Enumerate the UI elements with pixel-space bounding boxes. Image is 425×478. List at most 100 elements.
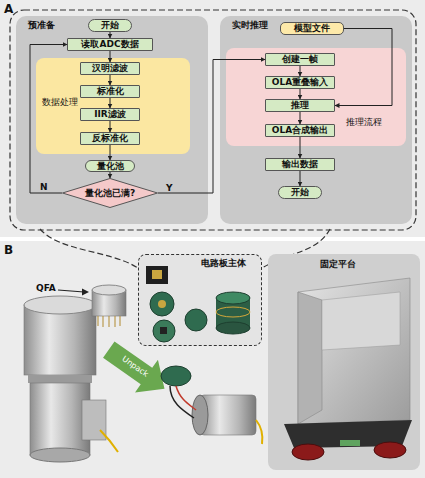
group-heading: 固定平台 <box>320 260 356 269</box>
part-label: QFA <box>36 284 56 293</box>
group-heading: 实时推理 <box>232 21 268 30</box>
wire <box>170 386 194 418</box>
group-heading: 预准备 <box>28 21 55 30</box>
bracket-wall <box>298 278 410 424</box>
node-label: 推理 <box>291 101 309 110</box>
storage-oval: 量化池 <box>85 160 135 172</box>
terminal-oval: 开始 <box>88 19 132 32</box>
flow-arrow <box>300 66 301 76</box>
flow-arrow <box>300 89 301 99</box>
flow-arrow <box>335 29 392 106</box>
process-box: 反标准化 <box>80 132 140 145</box>
arrow-label: Unpack <box>114 351 156 384</box>
flow-arrow <box>110 75 111 85</box>
panel-letter: B <box>4 244 13 256</box>
housing-part <box>192 395 208 435</box>
node-label: 汉明滤波 <box>92 64 128 73</box>
flow-arrow <box>300 137 301 158</box>
node-label: 读取ADC数据 <box>81 40 138 49</box>
base-plate <box>284 420 412 448</box>
group-region: 推理流程 创建一帧 OLA重叠输入推理 OLA合成输出 <box>226 48 406 146</box>
board-stack <box>216 307 250 317</box>
board-stack <box>216 292 250 304</box>
chip <box>158 300 166 308</box>
node-label: 量化池 <box>97 162 124 171</box>
qfa-body <box>92 290 126 316</box>
process-box: 读取ADC数据 <box>67 38 153 51</box>
node-label: 开始 <box>101 21 119 30</box>
process-box: OLA合成输出 <box>265 124 335 137</box>
bracket-side <box>298 292 322 424</box>
flow-arrow <box>158 60 265 194</box>
chip <box>152 270 162 279</box>
terminal-oval: 开始 <box>278 186 322 199</box>
dashed-leader <box>40 229 138 268</box>
node-label: IIR滤波 <box>94 110 126 119</box>
file-box: 模型文件 <box>280 22 344 35</box>
board-stack <box>216 298 250 328</box>
qfa-top <box>92 285 126 295</box>
stage-panel: 预准备 开始读取ADC数据数据处理 汉明滤波标准化 IIR滤波反标准化量化池量化池已满… <box>16 16 208 224</box>
qfa-pins <box>98 316 120 327</box>
node-label: 模型文件 <box>294 24 330 33</box>
sensor-bottom <box>30 448 90 462</box>
unpack-arrow <box>97 333 176 405</box>
diamond-shape <box>63 179 158 208</box>
flow-arrow <box>300 171 301 186</box>
circuit-board <box>146 266 168 284</box>
node-label: 创建一帧 <box>282 55 318 64</box>
group-region: 数据处理 汉明滤波标准化 IIR滤波反标准化 <box>36 58 190 154</box>
leveling-foot <box>292 444 324 460</box>
photo-group: 电路板主体 <box>138 254 262 346</box>
cable <box>100 430 118 452</box>
sensor-body <box>30 383 90 455</box>
panel-letter: A <box>4 3 13 15</box>
sensor-ring <box>28 375 92 383</box>
stage-panel: 实时推理 模型文件推理流程 创建一帧 OLA重叠输入推理 OLA合成输出输出数据开始 <box>220 16 412 224</box>
flow-arrow <box>110 145 111 160</box>
cable <box>256 420 262 444</box>
panel-a-background <box>0 0 425 237</box>
process-box: 输出数据 <box>265 158 335 171</box>
node-label: 反标准化 <box>92 134 128 143</box>
node-label: 开始 <box>291 188 309 197</box>
mounting-slot <box>322 292 400 350</box>
process-box: 标准化 <box>80 85 140 98</box>
chip <box>160 327 167 334</box>
process-box: OLA重叠输入 <box>265 76 335 89</box>
process-box: IIR滤波 <box>80 108 140 121</box>
dashed-boundary <box>10 10 416 230</box>
node-label: OLA重叠输入 <box>272 78 328 87</box>
level-bubble <box>340 440 360 446</box>
connector-box <box>82 400 106 440</box>
leveling-foot <box>374 442 406 458</box>
node-label: OLA合成输出 <box>272 126 328 135</box>
pointer-head <box>82 289 89 296</box>
circuit-board <box>150 292 174 316</box>
wire <box>176 386 196 410</box>
node-label: 输出数据 <box>282 160 318 169</box>
pointer-line <box>58 290 84 292</box>
process-box: 推理 <box>265 99 335 112</box>
process-box: 创建一帧 <box>265 53 335 66</box>
board-stack <box>216 322 250 334</box>
group-heading: 推理流程 <box>346 118 382 127</box>
process-box: 汉明滤波 <box>80 62 140 75</box>
node-label: 标准化 <box>97 87 124 96</box>
flow-arrow <box>110 121 111 132</box>
group-heading: 电路板主体 <box>201 259 246 268</box>
photo-panel: 固定平台 <box>268 254 420 470</box>
flow-arrow <box>110 32 111 38</box>
circuit-board <box>153 320 175 342</box>
flow-arrow <box>300 112 301 124</box>
group-heading: 数据处理 <box>42 98 78 107</box>
decision-diamond: 量化池已满? <box>62 178 158 208</box>
flow-arrow <box>110 98 111 108</box>
housing-part <box>200 395 256 435</box>
node-label: 量化池已满? <box>85 189 135 198</box>
panel-b-background <box>0 241 425 478</box>
flow-arrow <box>110 172 111 178</box>
flow-arrow <box>110 51 111 62</box>
sensor-housing <box>24 305 96 375</box>
